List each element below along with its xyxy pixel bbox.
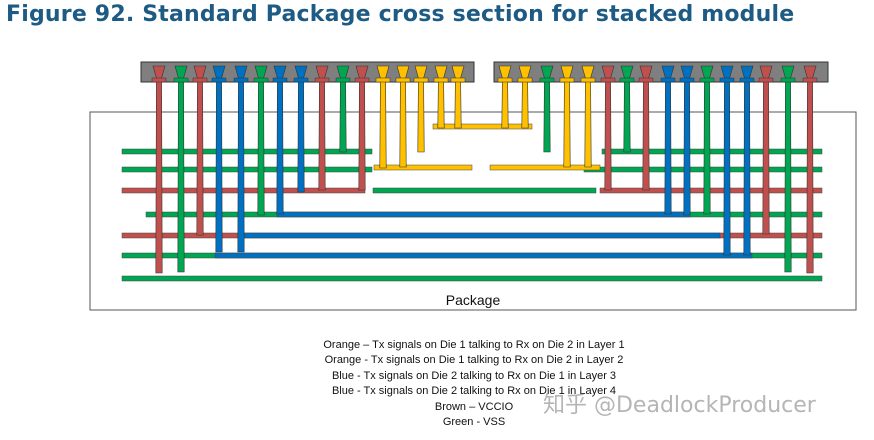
package-label: Package	[446, 292, 501, 308]
blue-trace	[276, 211, 691, 218]
yellow-trace	[432, 123, 533, 130]
red-pad	[758, 77, 774, 83]
yellow-pad	[580, 77, 596, 83]
yellow-pad	[375, 77, 391, 83]
yellow-pad	[413, 77, 429, 83]
legend-item-orange-layer-2: Orange - Tx signals on Die 1 talking to …	[324, 354, 624, 367]
green-pad	[699, 77, 715, 83]
blue-trace	[214, 252, 753, 259]
yellow-pad	[497, 77, 513, 83]
red-pad	[638, 77, 654, 83]
red-pad	[802, 77, 818, 83]
green-pad	[335, 77, 351, 83]
yellow-pad	[395, 77, 411, 83]
yellow-pad	[433, 77, 449, 83]
legend-item-blue-layer-4: Blue - Tx signals on Die 2 talking to Rx…	[331, 385, 617, 398]
green-pad	[780, 77, 796, 83]
yellow-pad	[559, 77, 575, 83]
blue-pad	[719, 77, 735, 83]
green-trace	[121, 275, 823, 282]
blue-pad	[739, 77, 755, 83]
red-pad	[151, 77, 167, 83]
red-pad	[354, 77, 370, 83]
green-trace	[121, 148, 373, 155]
blue-trace	[242, 232, 721, 239]
green-pad	[173, 77, 189, 83]
blue-pad	[660, 77, 676, 83]
legend-item-blue-layer-3: Blue - Tx signals on Die 2 talking to Rx…	[331, 369, 617, 382]
blue-pad	[293, 77, 309, 83]
package-cross-section-diagram: Package	[89, 61, 857, 311]
blue-pad	[679, 77, 695, 83]
legend: Orange – Tx signals on Die 1 talking to …	[274, 338, 674, 430]
yellow-pad	[450, 77, 466, 83]
green-pad	[539, 77, 555, 83]
figure-title: Figure 92. Standard Package cross sectio…	[6, 2, 795, 27]
green-trace	[601, 148, 823, 155]
yellow-trace	[373, 164, 473, 171]
legend-item-vss: Green - VSS	[442, 416, 506, 429]
green-pad	[253, 77, 269, 83]
red-pad	[600, 77, 616, 83]
red-pad	[314, 77, 330, 83]
legend-item-orange-layer-1: Orange – Tx signals on Die 1 talking to …	[323, 339, 625, 351]
red-trace	[599, 187, 823, 194]
blue-pad	[272, 77, 288, 83]
green-trace	[121, 166, 373, 173]
yellow-trace	[489, 164, 601, 171]
red-pad	[192, 77, 208, 83]
green-pad	[619, 77, 635, 83]
blue-pad	[233, 77, 249, 83]
yellow-pad	[517, 77, 533, 83]
legend-item-vccio: Brown – VCCIO	[434, 400, 514, 413]
blue-pad	[211, 77, 227, 83]
watermark: 知乎 @DeadlockProducer	[543, 393, 816, 418]
green-trace	[372, 187, 597, 194]
